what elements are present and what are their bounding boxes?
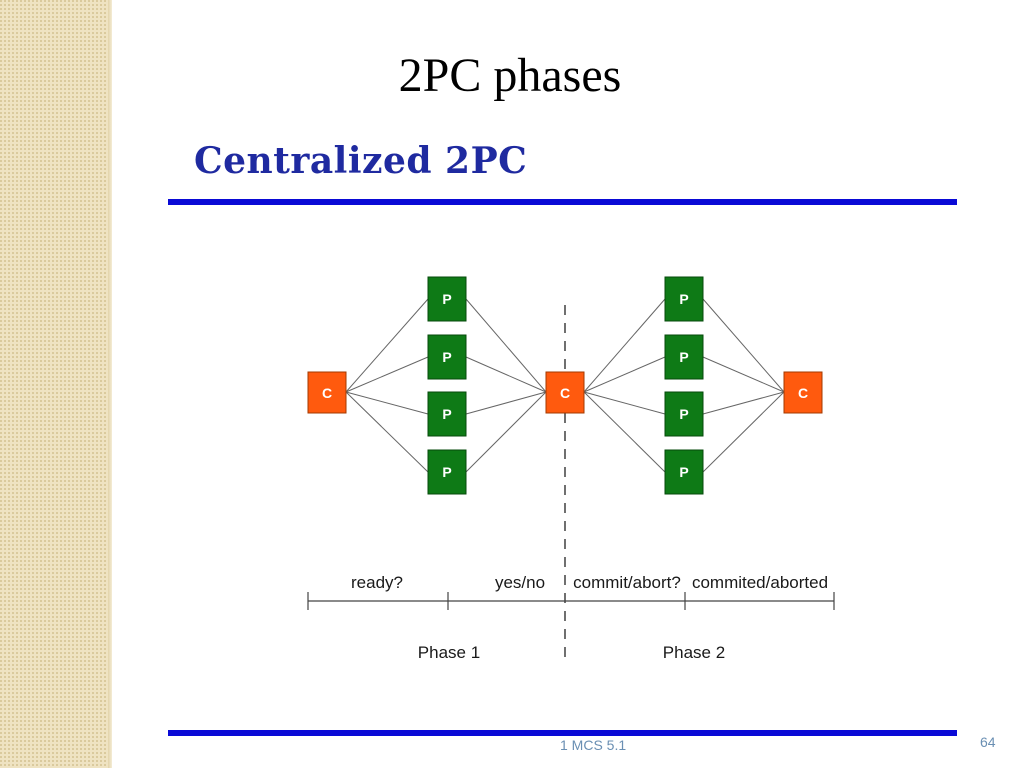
section-heading: Centralized 2PC (194, 140, 528, 182)
participant-node-1 (427, 276, 467, 322)
coordinator-node-1-label: C (322, 385, 332, 401)
edge-c1-p1 (345, 298, 429, 393)
timeline-labels: ready? yes/no commit/abort? commited/abo… (351, 573, 828, 662)
coordinator-nodes: C C C (307, 371, 823, 414)
participant-node-6-label: P (679, 349, 688, 365)
decorative-side-band (0, 0, 108, 768)
message-commit-abort: commit/abort? (573, 573, 681, 592)
coordinator-node-3 (783, 371, 823, 414)
edge-p6-c3 (702, 356, 785, 393)
edge-p8-c3 (702, 391, 785, 473)
timeline-axis (307, 592, 835, 610)
coordinator-node-2 (545, 371, 585, 414)
footer-course-label: 1 MCS 5.1 (560, 737, 627, 753)
side-band-edge (108, 0, 112, 768)
edge-p3-c2 (465, 391, 547, 415)
message-ready: ready? (351, 573, 403, 592)
participant-node-5 (664, 276, 704, 322)
coordinator-node-1 (307, 371, 347, 414)
edge-p5-c3 (702, 298, 785, 393)
footer-rule (168, 730, 957, 736)
edge-p4-c2 (465, 391, 547, 473)
edge-p7-c3 (702, 391, 785, 415)
coordinator-node-3-label: C (798, 385, 808, 401)
slide-title: 2PC phases (0, 48, 1024, 103)
participant-nodes: P P P P P P P P (427, 276, 704, 495)
participant-node-2-label: P (442, 349, 451, 365)
participant-node-4-label: P (442, 464, 451, 480)
participant-node-7-label: P (679, 406, 688, 422)
participant-node-4 (427, 449, 467, 495)
participant-node-3 (427, 391, 467, 437)
edge-c2-p8 (583, 391, 666, 473)
participant-node-5-label: P (679, 291, 688, 307)
participant-node-8-label: P (679, 464, 688, 480)
participant-node-2 (427, 334, 467, 380)
slide-title-text: 2PC phases (398, 49, 622, 102)
phase-1-label: Phase 1 (418, 643, 480, 662)
edge-p1-c2 (465, 298, 547, 393)
message-committed-aborted: commited/aborted (692, 573, 828, 592)
phase-2-label: Phase 2 (663, 643, 725, 662)
edge-c1-p4 (345, 391, 429, 473)
coordinator-node-2-label: C (560, 385, 570, 401)
connection-lines (345, 298, 785, 473)
participant-node-3-label: P (442, 406, 451, 422)
edge-c1-p3 (345, 391, 429, 415)
heading-rule (168, 199, 957, 205)
page-number: 64 (980, 734, 996, 750)
participant-node-7 (664, 391, 704, 437)
edge-c1-p2 (345, 356, 429, 393)
edge-c2-p6 (583, 356, 666, 393)
participant-node-8 (664, 449, 704, 495)
participant-node-6 (664, 334, 704, 380)
edge-p2-c2 (465, 356, 547, 393)
message-yes-no: yes/no (495, 573, 545, 592)
participant-node-1-label: P (442, 291, 451, 307)
edge-c2-p5 (583, 298, 666, 393)
edge-c2-p7 (583, 391, 666, 415)
